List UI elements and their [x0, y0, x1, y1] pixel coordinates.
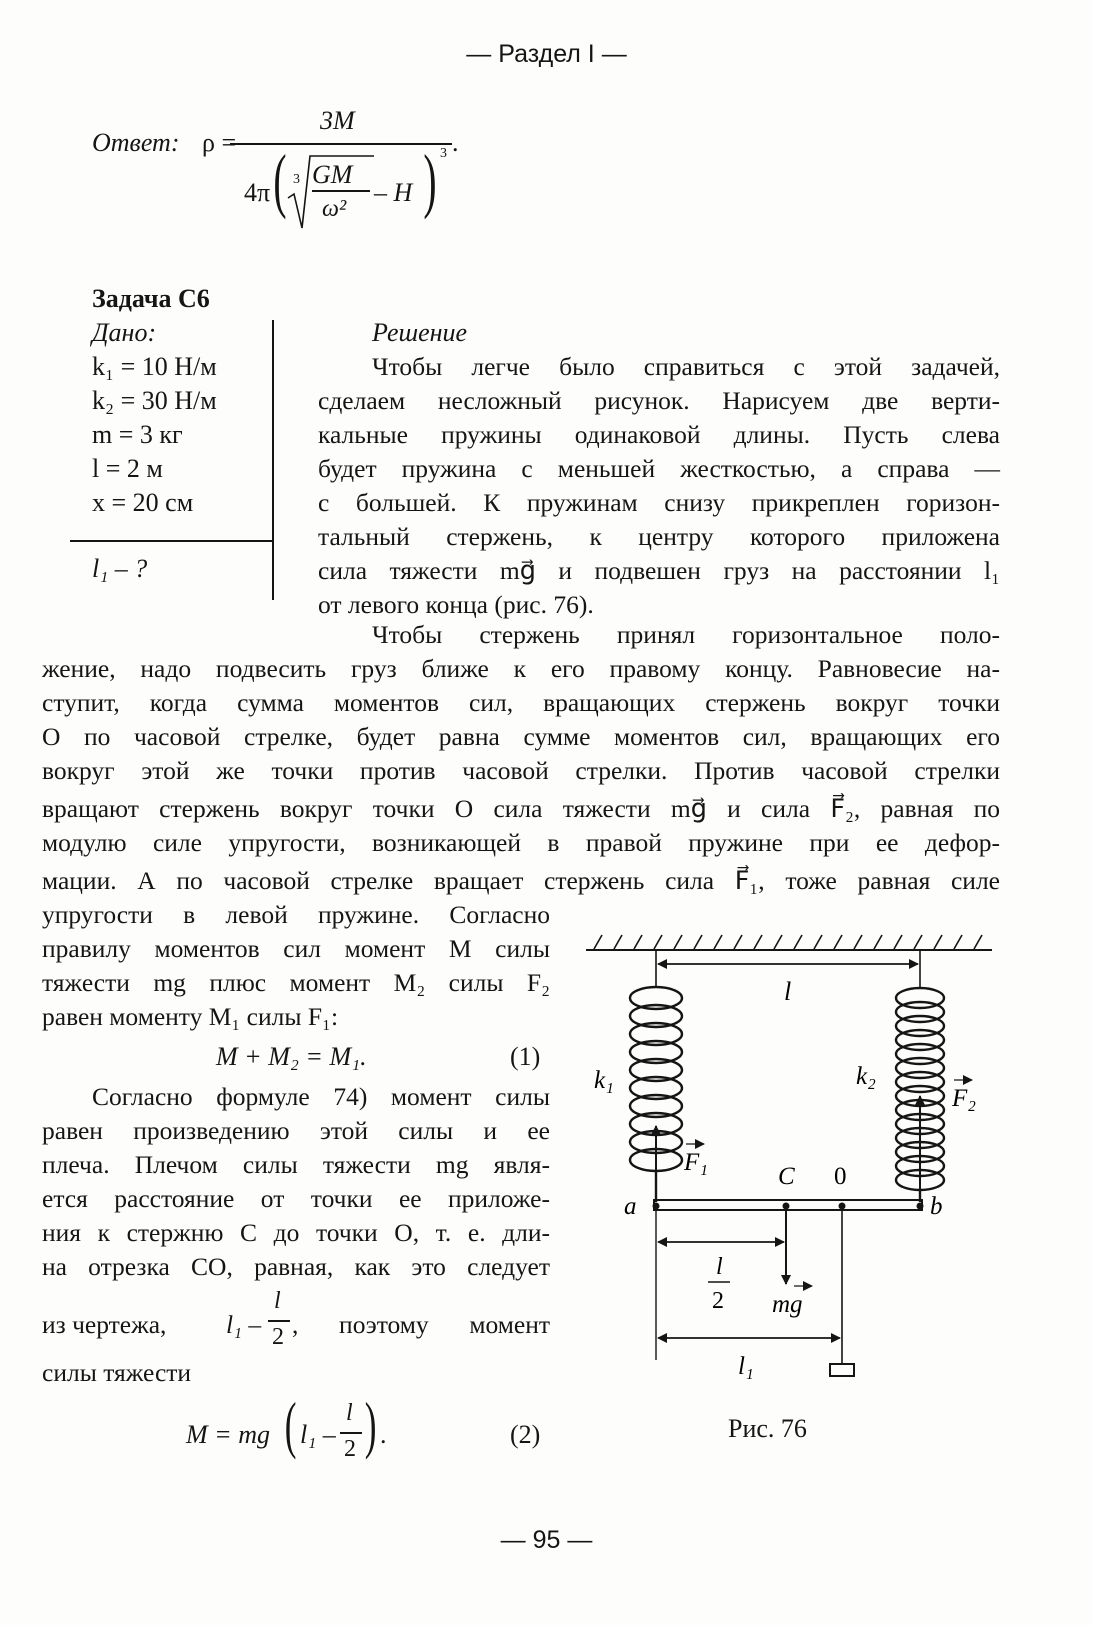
text-line: Согласно формуле 74) момент силы — [92, 1082, 550, 1111]
inner-fraction-bar — [312, 190, 370, 192]
text-line: Чтобы легче было справиться с этой задач… — [372, 352, 1000, 381]
point-b — [916, 1202, 924, 1210]
label-f1: F₁ — [683, 1149, 708, 1176]
text-line: сделаем несложный рисунок. Нарисуем две … — [318, 386, 1000, 415]
given-l: l = 2 м — [92, 454, 163, 483]
text-line: правилу моментов сил момент M силы — [42, 934, 550, 963]
label-c: C — [778, 1163, 795, 1190]
half-den: 2 — [712, 1288, 724, 1314]
drawing-frac-bar — [268, 1320, 290, 1322]
text-line: равен произведению этой силы и ее — [42, 1116, 550, 1145]
omega-squared: ω² — [322, 196, 347, 222]
point-c — [782, 1202, 790, 1210]
ceiling — [586, 934, 992, 951]
solution-left-a: упругости в левой пружине. Согласно прав… — [42, 898, 550, 1034]
text-line: равен моменту M₁ силы F₁: — [42, 1002, 339, 1031]
drawing-pre: из чертежа, — [42, 1310, 167, 1339]
solution-main: Чтобы стержень принял горизонтальное пол… — [42, 618, 1000, 898]
left-paren: ( — [273, 140, 287, 220]
eq2-right-paren: ) — [364, 1389, 377, 1460]
label-k2: k₂ — [856, 1063, 876, 1090]
eq2-frac-num: l — [346, 1400, 353, 1426]
label-b: b — [930, 1193, 943, 1220]
label-mg: mg — [772, 1291, 803, 1318]
text-line: с большей. К пружинам снизу прикреплен г… — [318, 488, 1000, 517]
given-x: x = 20 см — [92, 488, 194, 517]
given-list: k₁ = 10 Н/м k₂ = 30 Н/м m = 3 кг l = 2 м… — [92, 350, 272, 520]
figure-76: l k₁ k₂ F₁ F₂ a b C 0 mg l 2 — [586, 934, 992, 1380]
eq2-left-paren: ( — [284, 1389, 297, 1460]
given-separator — [272, 320, 274, 600]
solution-intro: Чтобы легче было справиться с этой задач… — [318, 350, 1000, 622]
half-num: l — [716, 1254, 723, 1280]
equation-2-number: (2) — [510, 1420, 541, 1449]
given-divider — [70, 540, 274, 542]
equation-1: M + M₂ = M₁. — [216, 1042, 367, 1071]
text-line: плеча. Плечом силы тяжести mg явля- — [42, 1150, 550, 1179]
text-line: будет пружина с меньшей жесткостью, а сп… — [318, 454, 1000, 483]
eq2-frac-bar — [340, 1432, 362, 1434]
given-m: m = 3 кг — [92, 420, 183, 449]
label-l: l — [784, 977, 791, 1006]
answer-fraction-bar — [230, 143, 452, 145]
text-line: упругости в левой пружине. Согласно — [42, 900, 550, 929]
label-l1: l₁ — [738, 1353, 754, 1380]
text-line: ния к стержню C до точки O, т. е. дли- — [42, 1218, 550, 1247]
find-quantity: l₁ – ? — [92, 554, 148, 583]
problem-title: Задача С6 — [92, 284, 210, 313]
text-line: от левого конца (рис. 76). — [318, 590, 594, 619]
given-label: Дано: — [92, 318, 157, 347]
text-line: тальный стержень, к центру которого прил… — [318, 522, 1000, 551]
label-o: 0 — [834, 1163, 847, 1190]
text-line: модулю силе упругости, возникающей в пра… — [42, 828, 1000, 857]
gravity-line: силы тяжести — [42, 1358, 192, 1387]
label-f2: F₂ — [951, 1085, 976, 1112]
text-line: O по часовой стрелке, будет равна сумме … — [42, 722, 1000, 751]
figure-caption: Рис. 76 — [728, 1414, 807, 1443]
eq2-l1: l₁ – — [300, 1420, 336, 1449]
text-line: мации. А по часовой стрелке вращает стер… — [42, 866, 1000, 895]
cube-power: 3 — [440, 146, 447, 161]
load-weight — [829, 1363, 855, 1377]
eq2-lhs: M = mg — [186, 1420, 270, 1449]
minus-h: – H — [374, 178, 413, 207]
text-line: на отрезка CO, равная, как это следует — [42, 1252, 550, 1281]
text-line: тяжести mg плюс момент M₂ силы F₂ — [42, 968, 550, 997]
eq2-frac-den: 2 — [344, 1436, 356, 1462]
text-line: кальные пружины одинаковой длины. Пусть … — [318, 420, 1000, 449]
answer-numerator: 3M — [320, 106, 355, 135]
answer-dot: . — [452, 128, 459, 157]
solution-left-b: Согласно формуле 74) момент силы равен п… — [42, 1080, 550, 1284]
radical-sign — [287, 155, 374, 229]
rho-symbol: ρ = — [202, 128, 237, 157]
text-line: жение, надо подвесить груз ближе к его п… — [42, 654, 1000, 683]
point-a — [652, 1202, 660, 1210]
point-o — [838, 1202, 846, 1210]
gm-term: GM — [312, 160, 353, 189]
root-index: 3 — [293, 172, 300, 187]
page-number: — 95 — — [500, 1526, 593, 1554]
right-paren: ) — [423, 140, 437, 220]
answer-label: Ответ: — [92, 128, 180, 157]
section-header: — Раздел I — — [466, 40, 627, 68]
solution-heading: Решение — [372, 318, 468, 347]
drawing-frac-den: 2 — [272, 1324, 284, 1350]
text-line: вращают стержень вокруг точки O сила тяж… — [42, 794, 1000, 823]
drawing-l1: l₁ – — [226, 1310, 262, 1339]
text-line: сила тяжести mg⃗ и подвешен груз на расс… — [318, 556, 1000, 585]
text-line: ступит, когда сумма моментов сил, вращаю… — [42, 688, 1000, 717]
equation-1-number: (1) — [510, 1042, 541, 1071]
four-pi: 4π — [244, 178, 271, 207]
text-line: ется расстояние от точки ее приложе- — [42, 1184, 550, 1213]
given-k1: k₁ = 10 Н/м — [92, 352, 217, 381]
label-a: a — [624, 1193, 637, 1220]
drawing-post: , поэтому момент — [292, 1310, 550, 1339]
eq2-dot: . — [380, 1420, 387, 1449]
label-k1: k₁ — [594, 1067, 614, 1094]
left-spring — [628, 985, 684, 1202]
text-line: вокруг этой же точки против часовой стре… — [42, 756, 1000, 785]
drawing-frac-num: l — [274, 1288, 281, 1314]
given-k2: k₂ = 30 Н/м — [92, 386, 217, 415]
text-line: Чтобы стержень принял горизонтальное пол… — [372, 620, 1000, 649]
